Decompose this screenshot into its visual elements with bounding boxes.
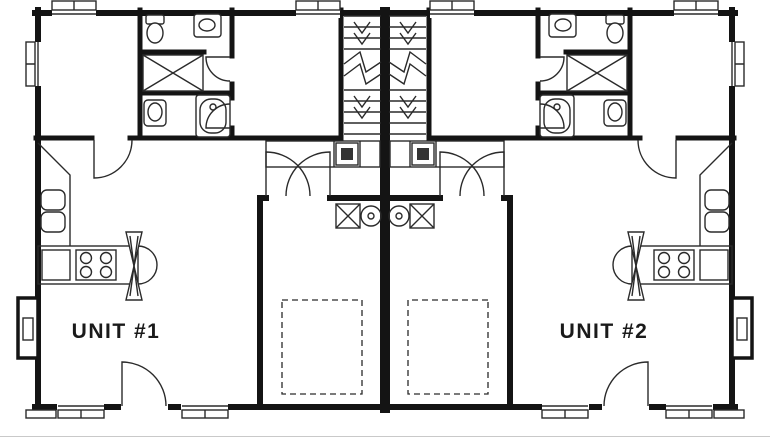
unit-1-label: UNIT #1 bbox=[72, 320, 161, 343]
unit-2-label: UNIT #2 bbox=[560, 320, 649, 343]
unit-2-plan bbox=[387, 1, 752, 418]
unit-1-plan bbox=[18, 1, 383, 418]
